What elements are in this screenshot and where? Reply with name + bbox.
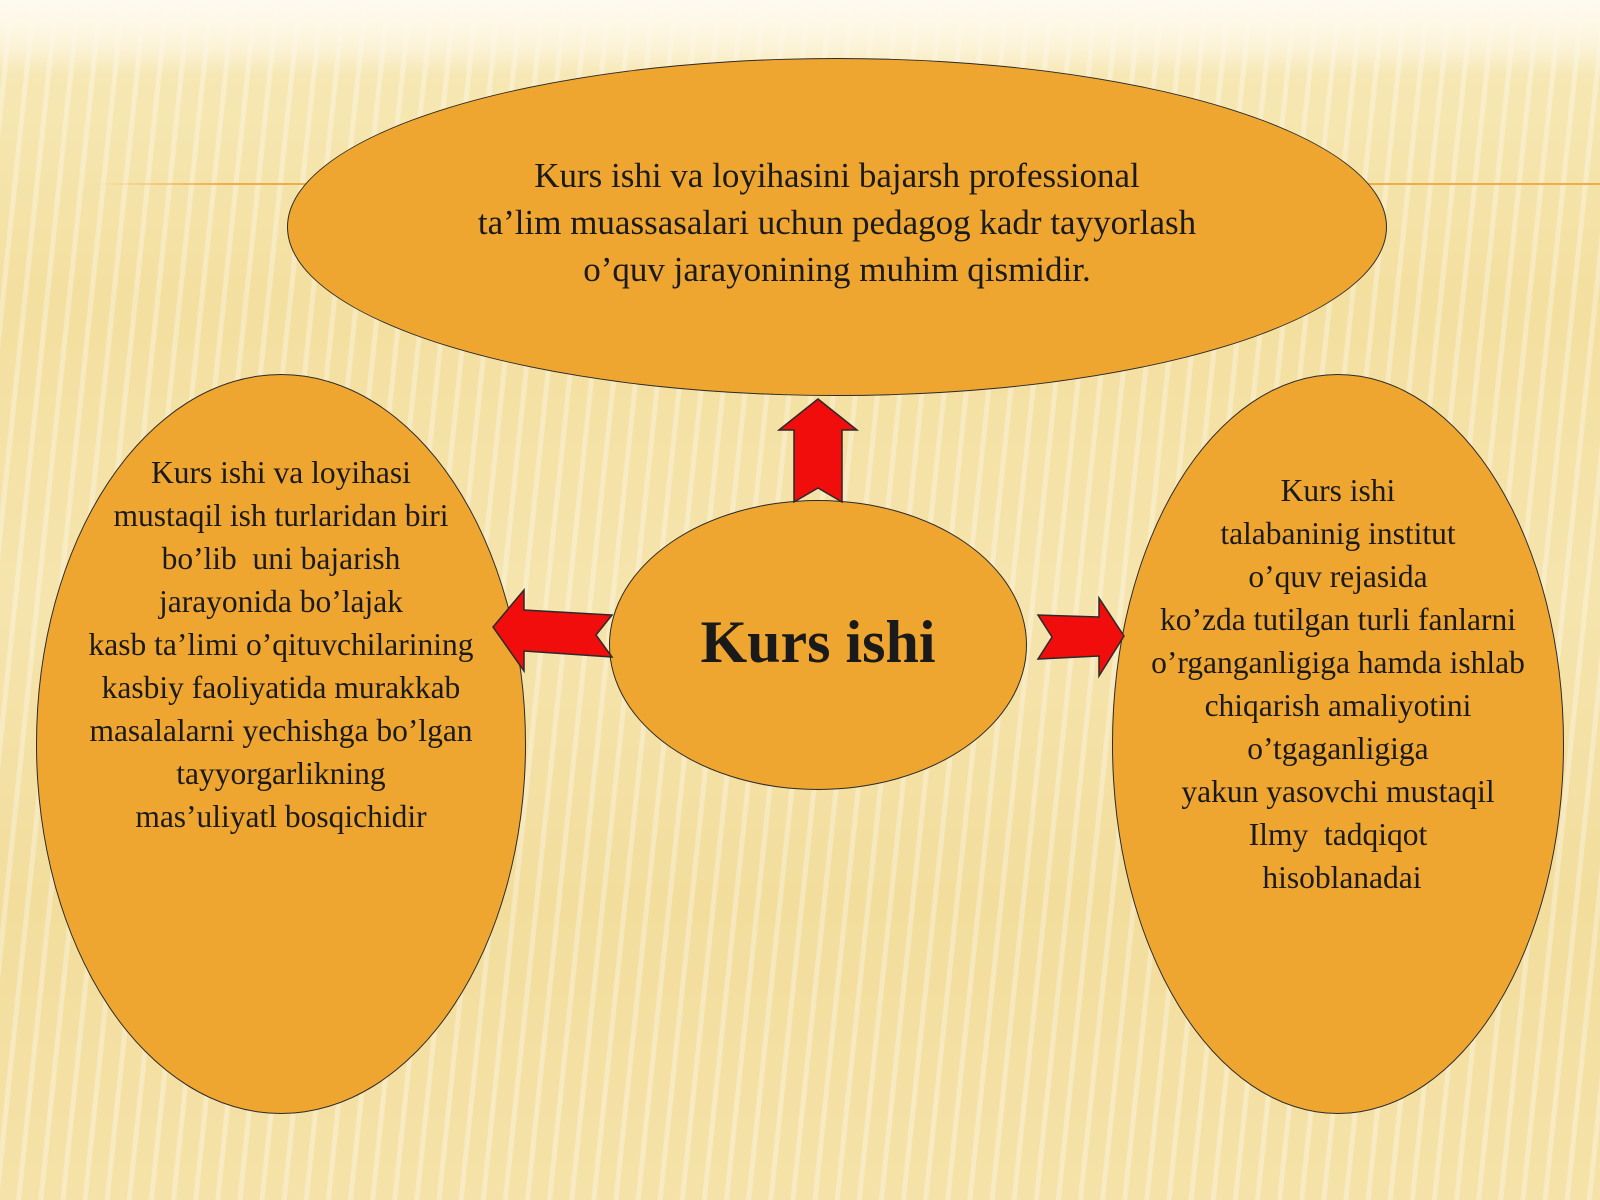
left-node-line: kasbiy faoliyatida murakkab (101, 669, 461, 705)
right-node-line: o’quv rejasida (1248, 559, 1428, 594)
top-node-text: Kurs ishi va loyihasini bajarsh professi… (478, 152, 1196, 293)
center-node: Kurs ishi (609, 500, 1027, 790)
right-node-line: Ilmy tadqiqot (1248, 817, 1428, 852)
left-node-line: mustaqil ish turlaridan biri (113, 497, 449, 533)
arrow-up-icon (776, 398, 860, 504)
arrow-right-icon (1036, 595, 1125, 679)
left-node-line: bo’lib uni bajarish (161, 540, 401, 576)
right-node-line: o’rganganligiga hamda ishlab (1151, 645, 1525, 680)
left-node-line: mas’uliyatl bosqichidir (135, 798, 427, 834)
left-node-line: Kurs ishi va loyihasi (151, 454, 411, 490)
decorative-rule-left (95, 183, 315, 185)
decorative-rule-right (1320, 183, 1600, 185)
right-node-line: yakun yasovchi mustaqil (1181, 774, 1495, 809)
right-node-text: Kurs ishi talabaninig institut o’quv rej… (1151, 469, 1525, 899)
left-node-line: kasb ta’limi o’qituvchilarining (88, 626, 474, 662)
top-node-line: ta’lim muassasalari uchun pedagog kadr t… (477, 202, 1197, 242)
left-node-text: Kurs ishi va loyihasi mustaqil ish turla… (89, 451, 474, 838)
right-node-line: Kurs ishi (1280, 473, 1396, 508)
top-node-line: o’quv jarayonining muhim qismidir. (583, 249, 1091, 289)
center-node-label: Kurs ishi (700, 608, 936, 675)
left-node-line: jarayonida bo’lajak (158, 583, 403, 619)
right-node-line: hisoblanadai (1254, 860, 1422, 895)
right-node-line: ko’zda tutilgan turli fanlarni (1159, 602, 1516, 637)
top-node-line: Kurs ishi va loyihasini bajarsh professi… (534, 155, 1140, 195)
right-node-line: o’tgaganligiga (1247, 731, 1429, 766)
left-node-line: tayyorgarlikning (176, 755, 386, 791)
left-node: Kurs ishi va loyihasi mustaqil ish turla… (36, 374, 526, 1114)
right-node: Kurs ishi talabaninig institut o’quv rej… (1112, 374, 1564, 1114)
top-node: Kurs ishi va loyihasini bajarsh professi… (287, 58, 1387, 396)
left-node-line: masalalarni yechishga bo’lgan (89, 712, 473, 748)
right-node-line: chiqarish amaliyotini (1204, 688, 1472, 723)
arrow-left-icon (492, 587, 614, 674)
right-node-line: talabaninig institut (1220, 516, 1456, 551)
